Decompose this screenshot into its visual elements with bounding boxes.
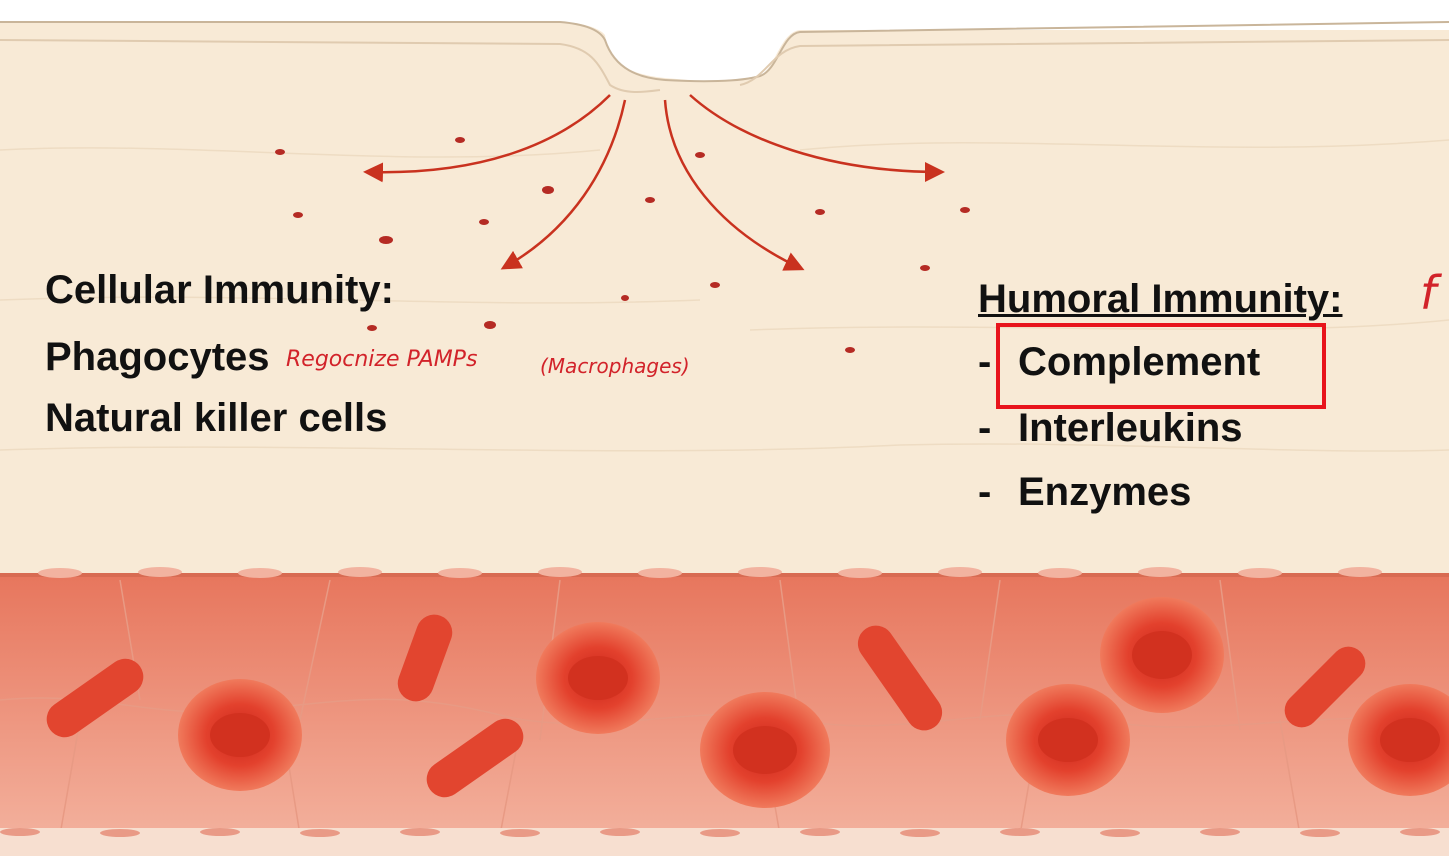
rbc-disc [1100,597,1224,713]
cell-dot [920,265,930,271]
complement-highlight-box [996,323,1326,409]
macrophages-handwritten-note: (Macrophages) [540,356,690,376]
bullet-enzymes: - [978,472,991,512]
cell-dot [455,137,465,143]
rbc-disc [536,622,660,734]
humoral-immunity-heading: Humoral Immunity: [978,279,1342,319]
cell-dot [484,321,496,329]
humoral-item-enzymes: Enzymes [1018,472,1191,512]
cell-dot [695,152,705,158]
cell-dot [275,149,285,155]
vessel-endothelium-bottom [0,828,1440,837]
cell-dot [479,219,489,225]
humoral-item-interleukins: Interleukins [1018,408,1243,448]
cell-dot [293,212,303,218]
rbc-disc [1006,684,1130,796]
cellular-immunity-heading: Cellular Immunity: [45,270,394,310]
cell-dot [645,197,655,203]
cell-dot [379,236,393,244]
cell-dot [815,209,825,215]
phagocytes-handwritten-note: Regocnize PAMPs [286,349,477,371]
bullet-complement: - [978,342,991,382]
cell-dot [542,186,554,194]
cell-dot [710,282,720,288]
rbc-disc [700,692,830,808]
humoral-handwritten-note: f [1420,270,1436,316]
cell-dot [960,207,970,213]
natural-killer-label: Natural killer cells [45,398,387,438]
phagocytes-label: Phagocytes [45,337,270,377]
cell-dot [621,295,629,301]
cell-dot [845,347,855,353]
cell-dot [367,325,377,331]
bullet-interleukins: - [978,408,991,448]
rbc-disc [178,679,302,791]
